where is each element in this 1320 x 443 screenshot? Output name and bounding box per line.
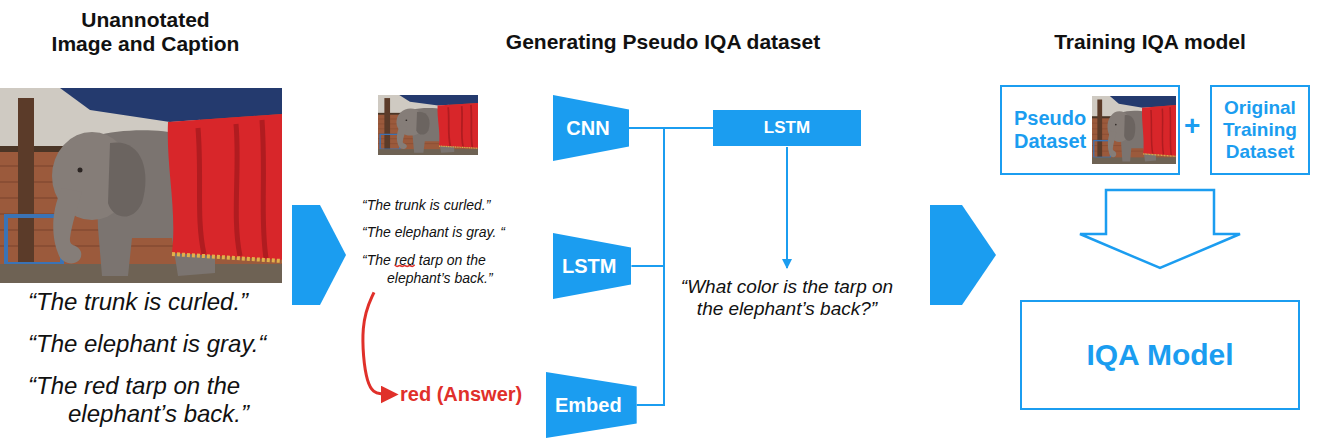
lstm-block: LSTM (713, 110, 861, 146)
elephant-thumbnail (378, 95, 478, 155)
hollow-arrow (1080, 190, 1240, 268)
column-heading: Unannotated Image and Caption (50, 8, 241, 56)
caption-text: “The red tarp on the elephant’s back.” (28, 372, 338, 427)
caption-text: “The red tarp on the elephant’s back.” (362, 251, 527, 287)
flow-arrow (292, 205, 346, 305)
network-block: Embed (546, 372, 637, 438)
answer-label: red (Answer) (400, 383, 522, 406)
block-label: LSTM (562, 255, 616, 278)
trapezoid-fill (553, 233, 631, 299)
network-block: CNN (553, 95, 629, 161)
block-label: Original Training Dataset (1216, 97, 1304, 163)
caption-text: “The trunk is curled.” (362, 197, 527, 213)
elephant-thumbnail (1092, 96, 1176, 164)
dataset-box: Pseudo Dataset (1000, 85, 1180, 175)
caption-text: “The elephant is gray. “ (362, 224, 527, 240)
dataset-box: Original Training Dataset (1210, 85, 1310, 175)
trapezoid-fill (553, 95, 629, 161)
block-label: IQA Model (1086, 338, 1233, 373)
block-label: Pseudo Dataset (1014, 107, 1104, 153)
output-arrow (786, 147, 788, 268)
caption-text: “The trunk is curled.” (28, 288, 308, 316)
connector (637, 128, 713, 405)
column-heading: Training IQA model (1000, 30, 1300, 54)
answer-arrow (363, 292, 395, 394)
flow-arrow (930, 205, 996, 305)
plus-sign: + (1184, 110, 1200, 142)
dataset-box: IQA Model (1020, 300, 1300, 410)
elephant-photo (0, 88, 282, 283)
block-label: CNN (566, 117, 609, 140)
trapezoid-fill (546, 372, 637, 438)
generated-question: “What color is the tarp on the elephant’… (667, 276, 907, 320)
caption-text: “The elephant is gray.“ (28, 330, 308, 358)
column-heading: Generating Pseudo IQA dataset (463, 30, 863, 54)
connector (631, 128, 713, 266)
network-block: LSTM (553, 233, 631, 299)
block-label: LSTM (764, 118, 810, 138)
block-label: Embed (555, 394, 622, 417)
